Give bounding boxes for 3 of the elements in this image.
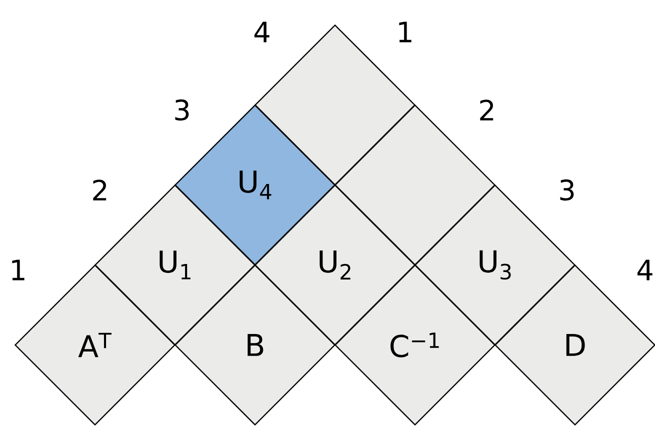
- index-number: 1: [399, 22, 412, 42]
- index-number: 2: [480, 100, 494, 120]
- index-number: 4: [254, 22, 270, 42]
